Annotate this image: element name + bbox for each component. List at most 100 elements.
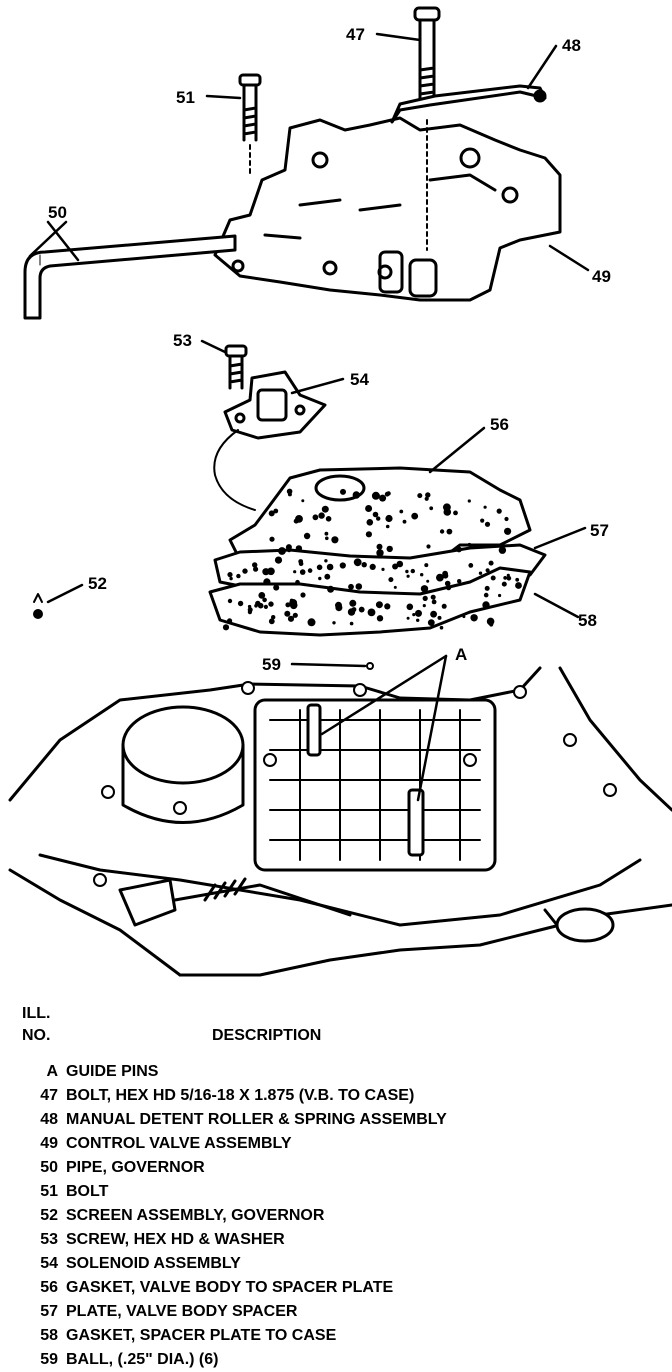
gasket-hole [299, 569, 306, 575]
case-bolt-hole [353, 683, 367, 697]
legend-item-description: GASKET, VALVE BODY TO SPACER PLATE [66, 1279, 394, 1296]
gasket-hole [483, 592, 489, 598]
gasket-hole [411, 512, 419, 520]
gasket-hole [287, 615, 295, 622]
gasket-hole [285, 602, 291, 608]
gasket-hole [388, 577, 394, 583]
gasket-hole [326, 563, 334, 571]
gasket-hole [371, 491, 380, 500]
gasket-hole [375, 601, 383, 609]
gasket-hole [367, 608, 376, 617]
gasket-hole [369, 563, 376, 571]
gasket-hole [467, 499, 471, 503]
legend-item-number: 52 [40, 1207, 58, 1224]
legend-item-number: 59 [40, 1351, 58, 1368]
legend-item-number: 58 [40, 1327, 58, 1344]
callout-51: 51 [176, 88, 195, 107]
gasket-hole [376, 516, 381, 521]
gasket-hole [257, 602, 264, 609]
gasket-hole [416, 618, 420, 622]
bolt-47 [413, 6, 441, 251]
case-bolt-holes [93, 681, 617, 887]
gasket-hole [227, 572, 233, 578]
gasket-hole [470, 614, 478, 622]
gasket-hole [504, 516, 509, 522]
legend-item-number: 51 [40, 1183, 58, 1200]
legend-header-description: DESCRIPTION [212, 1027, 322, 1044]
transmission-case [8, 666, 672, 977]
gasket-hole [268, 601, 274, 607]
gasket-hole [295, 545, 303, 552]
gasket-hole [268, 510, 275, 517]
gasket-hole [484, 585, 490, 591]
case-bolt-hole [463, 753, 477, 767]
legend-item-number: A [46, 1063, 58, 1080]
solenoid-assembly [213, 370, 327, 511]
gasket-hole [262, 597, 267, 603]
callout-48: 48 [562, 36, 581, 55]
gasket-hole [312, 514, 319, 521]
gasket-hole [484, 521, 491, 527]
governor-screen [33, 593, 43, 619]
gasket-hole [268, 618, 275, 625]
gasket-hole [307, 568, 313, 573]
gasket-hole [335, 604, 343, 612]
gasket-hole [324, 531, 329, 536]
legend-item-number: 56 [40, 1279, 58, 1296]
gasket-hole [384, 491, 390, 497]
legend-item-description: GASKET, SPACER PLATE TO CASE [66, 1327, 337, 1344]
gasket-hole [300, 592, 306, 598]
callout-52: 52 [88, 574, 107, 593]
gasket-hole [478, 571, 483, 575]
case-bolt-hole [603, 783, 617, 797]
gasket-hole [410, 568, 415, 574]
gasket-hole [318, 512, 325, 519]
legend-header-no: NO. [22, 1027, 51, 1044]
gasket-hole [366, 519, 374, 526]
gasket-hole [422, 595, 428, 602]
gasket-hole [376, 615, 384, 622]
case-bolt-hole [173, 801, 187, 815]
legend-row: 58 GASKET, SPACER PLATE TO CASE [20, 1324, 660, 1348]
gasket-hole [376, 549, 384, 557]
gasket-hole [480, 518, 485, 523]
legend-item-description: PLATE, VALVE BODY SPACER [66, 1303, 298, 1320]
gasket-hole [488, 560, 494, 566]
gasket-hole [227, 618, 233, 624]
gasket-hole [269, 536, 275, 542]
gasket-hole [444, 580, 451, 587]
gasket-hole [420, 585, 429, 593]
gasket-hole [385, 514, 393, 523]
gasket-hole [372, 511, 379, 518]
callout-57: 57 [590, 521, 609, 540]
gasket-hole [501, 581, 507, 587]
gasket-hole [468, 563, 474, 568]
case-bolt-hole [241, 681, 255, 695]
gasket-hole [325, 516, 332, 522]
gasket-hole [227, 598, 233, 604]
gasket-hole [385, 524, 390, 529]
legend-item-number: 48 [40, 1111, 58, 1128]
gasket-hole [503, 576, 508, 580]
gasket-hole [236, 573, 241, 579]
legend-item-number: 54 [40, 1255, 58, 1272]
bolt-51 [238, 73, 262, 176]
exploded-view-diagram: 47 48 51 50 49 53 54 56 57 52 58 59 A [8, 6, 672, 977]
gasket-hole [446, 528, 453, 535]
guide-pins [306, 703, 425, 857]
gasket-hole [430, 610, 437, 618]
gasket-hole [462, 615, 466, 619]
callout-53: 53 [173, 331, 192, 350]
gasket-hole [253, 566, 259, 572]
gasket-hole [278, 547, 286, 555]
gasket-hole [292, 612, 298, 618]
gasket-hole [402, 519, 407, 524]
leader-lines [28, 32, 590, 802]
case-bolt-hole [93, 873, 107, 887]
gasket-hole [307, 618, 316, 627]
